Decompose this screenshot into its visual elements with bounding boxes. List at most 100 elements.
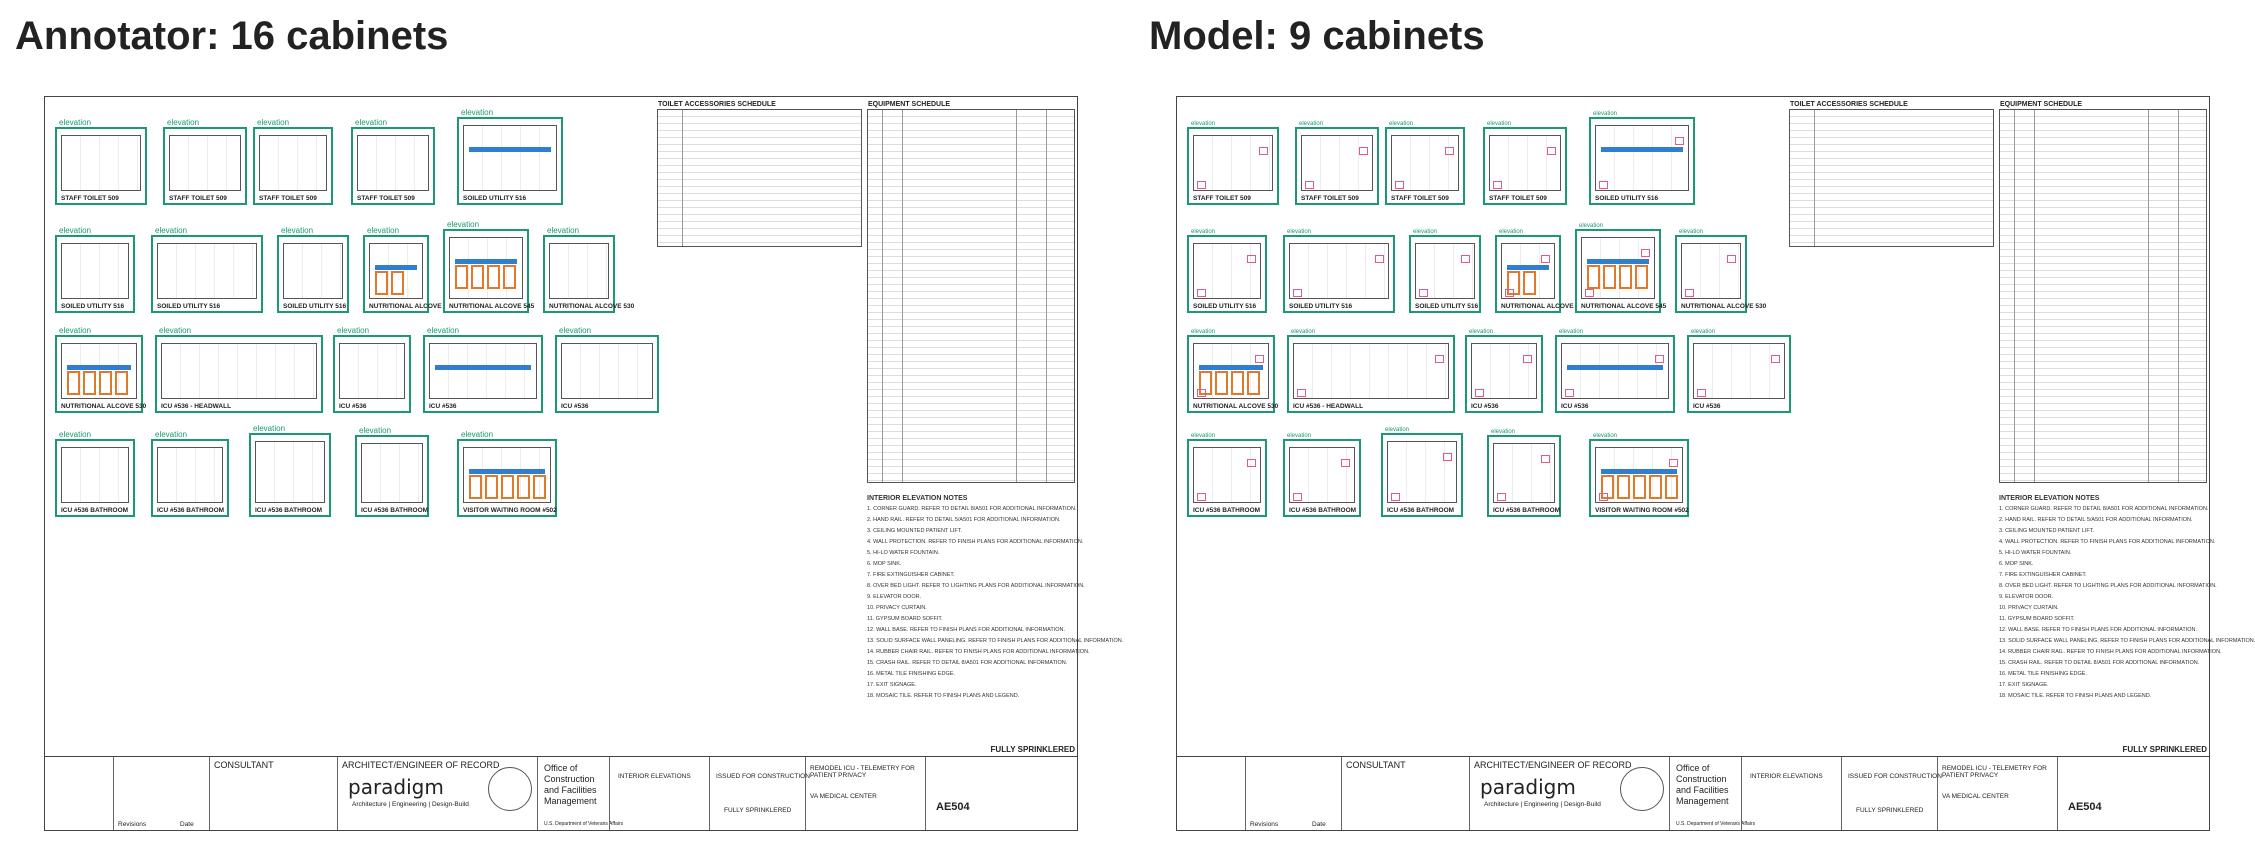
firm-subtitle: Architecture | Engineering | Design-Buil… xyxy=(1484,801,1601,808)
panel-title: Model: 9 cabinets xyxy=(1149,14,1485,58)
schedule-title: TOILET ACCESSORIES SCHEDULE xyxy=(1790,101,1908,108)
elevation-sketch xyxy=(61,447,129,503)
note-line: 6. MOP SINK. xyxy=(1999,561,2034,567)
elevation-tag: elevation xyxy=(167,118,200,127)
elevation-label: ICU #536 BATHROOM xyxy=(1193,507,1261,514)
fully-sprinklered-label: FULLY SPRINKLERED xyxy=(2122,745,2207,754)
elevation-tag: elevation xyxy=(1291,329,1316,335)
model-detection-mark xyxy=(1255,355,1264,363)
elevation-tag: elevation xyxy=(1191,329,1216,335)
note-line: 7. FIRE EXTINGUISHER CABINET. xyxy=(867,572,955,578)
elevation-tag: elevation xyxy=(59,118,92,127)
elevation-label: STAFF TOILET 509 xyxy=(357,195,415,202)
note-line: 9. ELEVATOR DOOR. xyxy=(867,594,922,600)
revisions-label: Revisions xyxy=(118,821,147,828)
elevation-sketch xyxy=(357,135,429,191)
cabinet-mark xyxy=(1247,371,1260,395)
toilet-schedule: TOILET ACCESSORIES SCHEDULE xyxy=(657,101,862,247)
elevation-label: ICU #536 BATHROOM xyxy=(61,507,129,514)
elevation-sketch xyxy=(61,135,141,191)
elevation-tag: elevation xyxy=(461,108,494,117)
note-line: 11. GYPSUM BOARD SOFFIT. xyxy=(867,616,943,622)
elevation-tag: elevation xyxy=(1559,329,1584,335)
note-line: 2. HAND RAIL. REFER TO DETAIL 5/A501 FOR… xyxy=(867,517,1061,523)
model-detection-mark xyxy=(1697,389,1706,397)
note-line: 2. HAND RAIL. REFER TO DETAIL 5/A501 FOR… xyxy=(1999,517,2193,523)
model-detection-mark xyxy=(1599,493,1608,501)
elevation-label: NUTRITIONAL ALCOVE 545 xyxy=(449,303,535,310)
elevation-tag: elevation xyxy=(1487,121,1512,127)
architect-label: ARCHITECT/ENGINEER OF RECORD xyxy=(342,760,500,770)
elevation-label: ICU #536 BATHROOM xyxy=(157,507,225,514)
note-line: 4. WALL PROTECTION. REFER TO FINISH PLAN… xyxy=(867,539,1084,545)
cabinet-mark xyxy=(487,265,500,289)
note-line: 5. HI-LO WATER FOUNTAIN. xyxy=(867,550,940,556)
note-line: 14. RUBBER CHAIR RAIL. REFER TO FINISH P… xyxy=(867,649,1090,655)
date-label: Date xyxy=(1312,821,1326,828)
model-detection-mark xyxy=(1297,389,1306,397)
model-detection-mark xyxy=(1675,137,1684,145)
sheet-number: AE504 xyxy=(2068,801,2102,813)
cabinet-mark xyxy=(1617,475,1630,499)
elevation-label: NUTRITIONAL ALCOVE 530 xyxy=(1193,403,1279,410)
note-line: 15. CRASH RAIL. REFER TO DETAIL 8/A501 F… xyxy=(1999,660,2200,666)
cabinet-mark xyxy=(1649,475,1662,499)
elevation-label: VISITOR WAITING ROOM #502 xyxy=(463,507,557,514)
elevation-tag: elevation xyxy=(253,424,286,433)
location-label: VA MEDICAL CENTER xyxy=(810,793,877,800)
countertop-mark xyxy=(469,147,551,152)
model-detection-mark xyxy=(1599,181,1608,189)
note-line: 7. FIRE EXTINGUISHER CABINET. xyxy=(1999,572,2087,578)
model-detection-mark xyxy=(1293,289,1302,297)
cabinet-mark xyxy=(1523,271,1536,295)
elevation-tag: elevation xyxy=(1413,229,1438,235)
elevation-label: SOILED UTILITY 516 xyxy=(1193,303,1257,310)
model-detection-mark xyxy=(1445,147,1454,155)
phase-label: ISSUED FOR CONSTRUCTION xyxy=(716,773,810,780)
cabinet-mark xyxy=(1231,371,1244,395)
model-detection-mark xyxy=(1197,389,1206,397)
note-line: 4. WALL PROTECTION. REFER TO FINISH PLAN… xyxy=(1999,539,2216,545)
sheet-number: AE504 xyxy=(936,801,970,813)
elevation-label: NUTRITIONAL ALCOVE 545 xyxy=(1581,303,1667,310)
model-detection-mark xyxy=(1771,355,1780,363)
model-detection-mark xyxy=(1197,493,1206,501)
cabinet-mark xyxy=(1633,475,1646,499)
fully-sprinklered-box: FULLY SPRINKLERED xyxy=(724,807,792,814)
elevation-tag: elevation xyxy=(1191,121,1216,127)
cabinet-mark xyxy=(115,371,128,395)
cabinet-mark xyxy=(501,475,514,499)
elevation-label: NUTRITIONAL ALCOVE 530 xyxy=(61,403,147,410)
countertop-mark xyxy=(1199,365,1263,370)
model-detection-mark xyxy=(1247,255,1256,263)
model-detection-mark xyxy=(1547,147,1556,155)
note-line: 12. WALL BASE. REFER TO FINISH PLANS FOR… xyxy=(1999,627,2198,633)
elevation-notes: INTERIOR ELEVATION NOTES 1. CORNER GUARD… xyxy=(867,495,1123,704)
model-detection-mark xyxy=(1475,389,1484,397)
elevation-label: ICU #536 BATHROOM xyxy=(255,507,323,514)
elevation-label: NUTRITIONAL ALCOVE 545 xyxy=(1501,303,1587,310)
elevation-tag: elevation xyxy=(1389,121,1414,127)
elevation-sketch xyxy=(1387,441,1457,503)
equipment-schedule: EQUIPMENT SCHEDULE xyxy=(867,101,1075,483)
elevation-tag: elevation xyxy=(559,326,592,335)
